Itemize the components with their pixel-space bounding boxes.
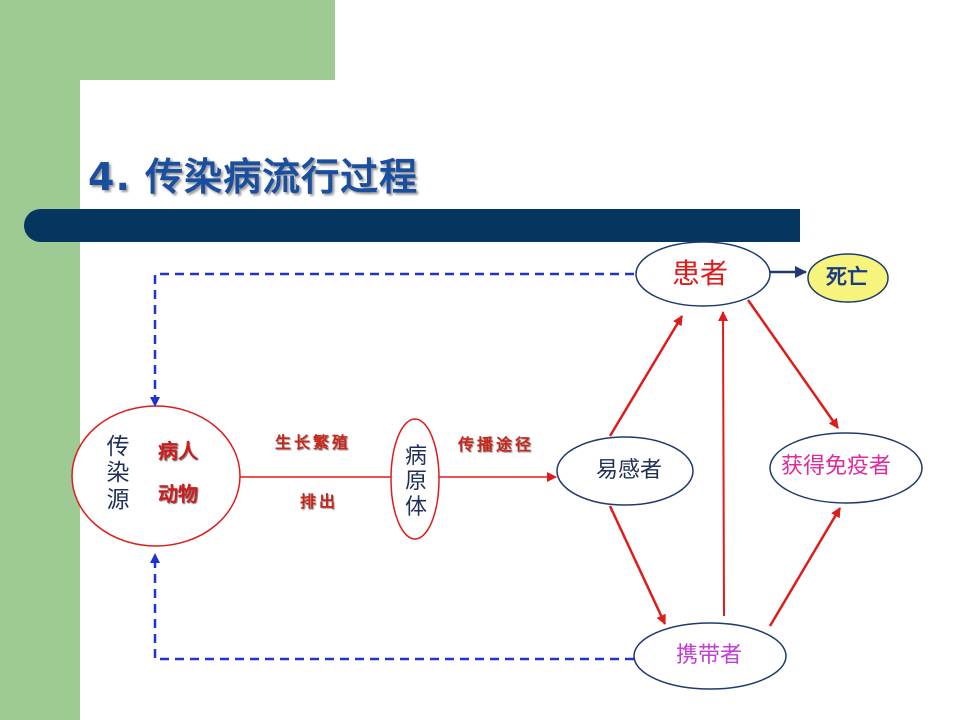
dashed-carrier-to-source (150, 553, 634, 661)
edge-label-transmission: 传播途径 (458, 435, 535, 454)
source-ellipse (71, 405, 241, 547)
edge-label-growth: 生长繁殖 (275, 433, 352, 452)
pathogen-label: 病原体 (404, 444, 427, 520)
dashed-patient-to-source (150, 272, 634, 407)
pathogen-ellipse (390, 418, 440, 540)
title-underline-bar (24, 209, 800, 242)
content-panel (80, 80, 960, 720)
arrow-patient-to-immune (746, 299, 840, 429)
carrier-ellipse (633, 622, 787, 690)
patient-label: 患者 (672, 257, 729, 290)
arrow-carrier-to-patient (718, 311, 729, 617)
source-item-patient: 病人 (158, 439, 198, 463)
arrow-carrier-to-immune (768, 507, 842, 627)
immune-label: 获得免疫者 (781, 454, 892, 479)
arrow-susceptible-to-carrier (608, 505, 667, 625)
susceptible-label: 易感者 (596, 458, 663, 483)
source-label: 传染源 (106, 434, 130, 513)
death-ellipse (807, 253, 889, 303)
patient-ellipse (635, 241, 771, 307)
background-green-top (0, 0, 335, 80)
susceptible-ellipse (556, 436, 694, 506)
death-label: 死亡 (826, 265, 868, 289)
background-green-left (0, 0, 80, 720)
edge-label-excretion: 排出 (300, 492, 339, 511)
arrow-susceptible-to-patient (608, 315, 684, 437)
slide-title: 4. 传染病流行过程 (88, 155, 419, 199)
carrier-label: 携带者 (676, 643, 743, 668)
immune-ellipse (769, 432, 923, 504)
source-item-animal: 动物 (158, 482, 198, 506)
